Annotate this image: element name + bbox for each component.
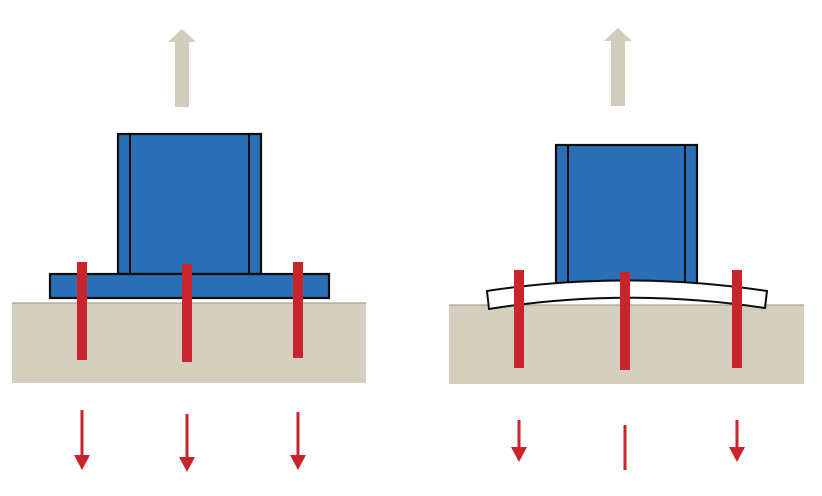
flexible-plate-panel [449, 28, 804, 470]
anchor-bolt-left-3 [293, 262, 303, 358]
tension-arrow-left-2 [179, 414, 195, 472]
column-right [554, 143, 699, 287]
anchor-bolt-left-1 [77, 262, 87, 360]
anchor-bolt-right-1 [514, 270, 524, 368]
tension-arrow-left-3 [290, 412, 306, 470]
anchor-bolt-right-2 [620, 272, 630, 370]
column-left [116, 132, 263, 276]
tension-arrow-right-3 [729, 420, 745, 462]
tension-arrow-left-1 [74, 410, 90, 470]
anchor-bolt-left-2 [182, 264, 192, 362]
rigid-plate-panel [12, 29, 366, 472]
uplift-load-arrow-right [604, 28, 632, 106]
uplift-load-arrow-left [168, 29, 196, 107]
tension-arrow-right-1 [511, 420, 527, 462]
anchor-bolt-right-3 [732, 270, 742, 368]
